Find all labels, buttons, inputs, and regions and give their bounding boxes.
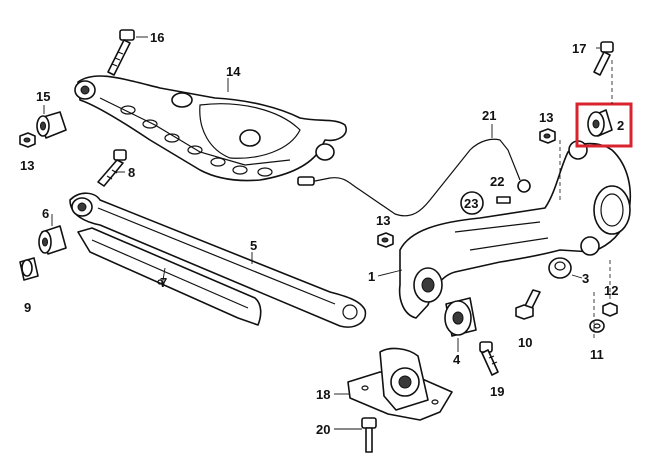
highlight-box-part-2 — [575, 102, 633, 148]
callout-20: 20 — [316, 422, 330, 437]
callout-22: 22 — [490, 174, 504, 189]
callout-21: 21 — [482, 108, 496, 123]
callout-13-center: 13 — [376, 213, 390, 228]
callout-16: 16 — [150, 30, 164, 45]
cover-part-7 — [77, 227, 262, 326]
bolt-part-10 — [515, 289, 541, 320]
callout-6: 6 — [42, 206, 49, 221]
bolt-part-17 — [593, 41, 614, 76]
nut-part-13-left — [19, 132, 36, 148]
callout-4: 4 — [453, 352, 461, 367]
nut-part-13-right — [539, 128, 556, 144]
callout-18: 18 — [316, 387, 330, 402]
callout-13-left: 13 — [20, 158, 34, 173]
bushing-part-2 — [587, 109, 613, 137]
plug-part-23 — [460, 191, 484, 215]
bracket-part-18 — [347, 347, 453, 421]
bolt-part-16 — [107, 29, 135, 76]
bushing-part-15 — [36, 111, 67, 139]
callout-9: 9 — [24, 300, 31, 315]
callout-2: 2 — [617, 118, 624, 133]
callout-17: 17 — [572, 41, 586, 56]
nut-part-12 — [602, 302, 618, 317]
callout-15: 15 — [36, 89, 50, 104]
callout-23: 23 — [464, 196, 478, 211]
nut-part-13-center — [377, 232, 394, 248]
callout-3: 3 — [582, 271, 589, 286]
ball-joint-part-3 — [548, 257, 572, 279]
washer-part-11 — [589, 319, 605, 333]
callout-11: 11 — [590, 347, 604, 362]
control-arm-part-14 — [74, 75, 347, 182]
wheel-carrier-part-1 — [398, 140, 632, 319]
bolt-part-19 — [479, 341, 499, 376]
callout-14: 14 — [226, 64, 241, 79]
bolt-part-22 — [496, 196, 511, 204]
callout-1: 1 — [368, 269, 375, 284]
bushing-part-4 — [444, 297, 477, 337]
bushing-part-6 — [38, 225, 67, 255]
lower-link-part-5 — [69, 192, 367, 328]
callout-8: 8 — [128, 165, 135, 180]
callout-19: 19 — [490, 384, 504, 399]
callout-13-right: 13 — [539, 110, 553, 125]
sensor-wire-part-21 — [297, 138, 531, 217]
bolt-part-8 — [97, 149, 127, 187]
bolt-part-9 — [19, 257, 39, 281]
callout-10: 10 — [518, 335, 532, 350]
bolt-part-20 — [361, 417, 377, 453]
callout-7: 7 — [160, 275, 167, 290]
callout-5: 5 — [250, 238, 257, 253]
callout-12: 12 — [604, 283, 618, 298]
